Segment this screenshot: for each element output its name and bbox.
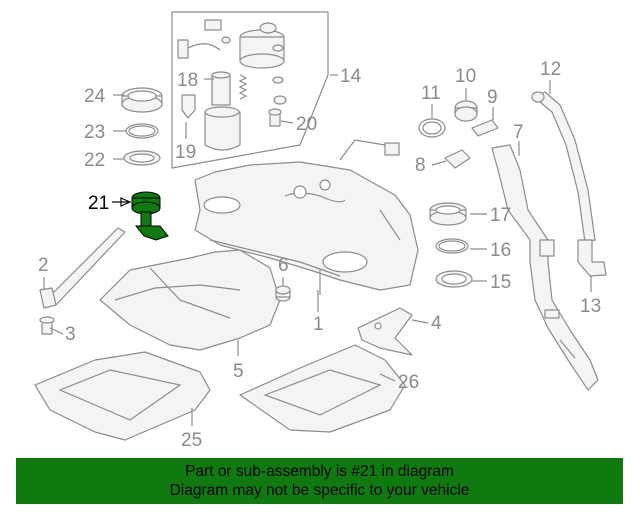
callout-8: 8: [415, 155, 426, 176]
undercover-25: [34, 351, 211, 441]
callout-18: 18: [177, 70, 198, 91]
bracket-4: [357, 307, 413, 356]
seal-ring-15: [435, 270, 473, 288]
callout-4: 4: [431, 313, 442, 334]
info-banner: Part or sub-assembly is #21 in diagram D…: [16, 458, 623, 504]
callout-6: 6: [278, 255, 289, 276]
callout-21: 21: [88, 193, 109, 214]
clip-8: [444, 149, 471, 169]
tank-strap-2: [39, 227, 126, 309]
tube-clip: [384, 142, 400, 156]
callout-10: 10: [455, 66, 476, 87]
banner-line-1: Part or sub-assembly is #21 in diagram: [185, 463, 454, 480]
banner-line-2: Diagram may not be specific to your vehi…: [169, 482, 470, 499]
bolt-3: [39, 316, 55, 335]
callout-22: 22: [84, 150, 105, 171]
callout-1: 1: [313, 314, 324, 335]
lock-ring-17: [429, 202, 467, 226]
callout-17: 17: [490, 205, 511, 226]
seal-ring-22: [123, 150, 161, 166]
callout-24: 24: [84, 86, 106, 107]
callout-7: 7: [513, 122, 524, 143]
fuel-pump-detail-box: [171, 11, 329, 169]
callout-14: 14: [340, 66, 362, 87]
highlighted-part-21: [131, 191, 169, 241]
fuel-tank-1: [194, 161, 419, 295]
callout-11: 11: [421, 83, 441, 104]
callout-13: 13: [580, 296, 601, 317]
lock-ring-24: [121, 87, 163, 113]
clip-9: [471, 119, 499, 137]
callout-19: 19: [175, 142, 196, 163]
callout-15: 15: [490, 272, 511, 293]
callout-26: 26: [398, 372, 419, 393]
callout-25: 25: [181, 430, 202, 451]
hose-13: [577, 239, 607, 277]
callout-23: 23: [84, 122, 105, 143]
callout-12: 12: [540, 59, 561, 80]
callout-5: 5: [233, 361, 244, 382]
callout-2: 2: [38, 255, 49, 276]
callout-16: 16: [490, 240, 511, 261]
filler-pipe-7: [491, 144, 599, 391]
callout-9: 9: [487, 87, 498, 108]
undercover-26: [239, 344, 406, 433]
leader-lines: [43, 74, 592, 426]
parts-diagram: 1 2 3 4 5 6 7 8 9 10 11 12 13 14 15 16 1…: [34, 11, 607, 451]
o-ring-16: [435, 238, 469, 254]
callout-21-arrowhead: [120, 197, 132, 207]
grommet-6: [275, 285, 291, 302]
o-ring-23: [125, 123, 159, 139]
heat-shield-5: [99, 249, 281, 351]
callout-3: 3: [65, 324, 76, 345]
vent-hose-12: [531, 91, 596, 243]
cap-10: [454, 100, 478, 122]
callout-20: 20: [296, 114, 317, 135]
clamp-11: [418, 118, 446, 138]
